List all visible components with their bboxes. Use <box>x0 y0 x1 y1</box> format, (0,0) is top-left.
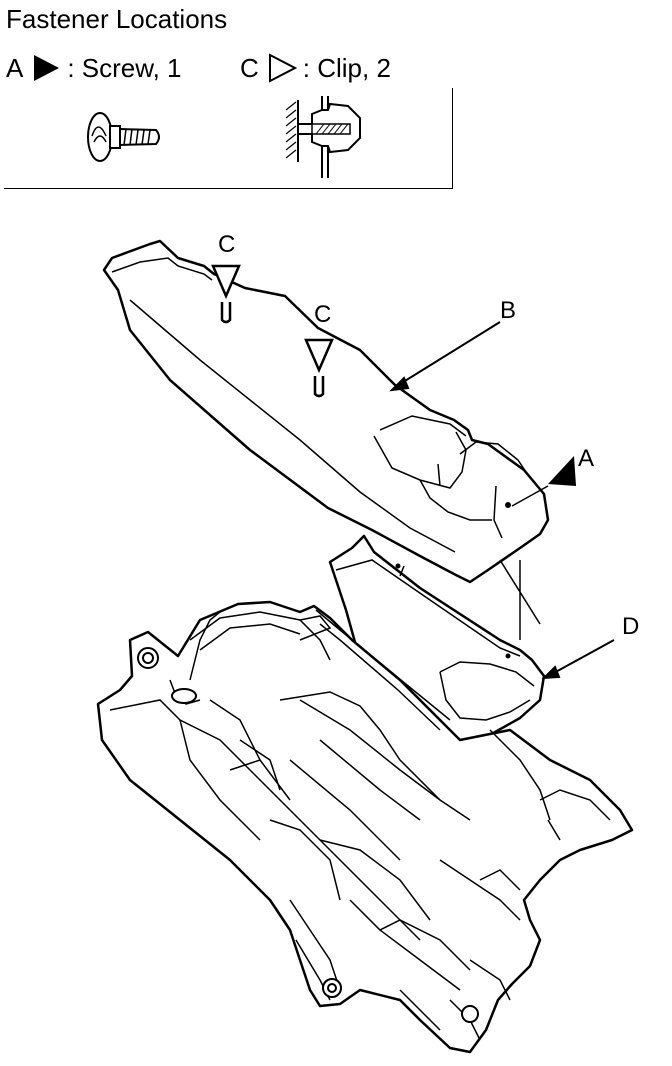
callout-d: D <box>622 613 639 640</box>
callout-a: A <box>578 445 594 472</box>
callout-c-1: C <box>218 231 235 258</box>
legend-clip: C : Clip, 2 <box>240 51 391 85</box>
legend-clip-letter: C <box>240 53 259 83</box>
assembly-details <box>109 609 611 1041</box>
legend-screw: A : Screw, 1 <box>6 51 182 85</box>
diagram-title: Fastener Locations <box>6 4 228 34</box>
leader-lines <box>389 321 615 680</box>
callout-b: B <box>500 297 516 324</box>
upper-cover-b-details <box>111 257 531 553</box>
screw-marker-a <box>548 456 576 486</box>
clip-icon <box>285 96 361 178</box>
legend-screw-letter: A <box>6 53 24 83</box>
legend-clip-text: : Clip, 2 <box>302 53 391 83</box>
clip-marker-1 <box>211 264 241 324</box>
hollow-triangle-icon <box>268 53 297 83</box>
lower-cover-d-details <box>335 559 541 721</box>
upper-cover-b <box>102 239 550 584</box>
fastener-legend-box <box>4 88 453 189</box>
callout-c-2: C <box>314 301 331 328</box>
legend-screw-text: : Screw, 1 <box>67 53 182 83</box>
assembly-bolts <box>137 647 479 1023</box>
screw-icon <box>87 112 160 162</box>
filled-triangle-icon <box>34 55 60 81</box>
clip-marker-2 <box>304 338 334 398</box>
